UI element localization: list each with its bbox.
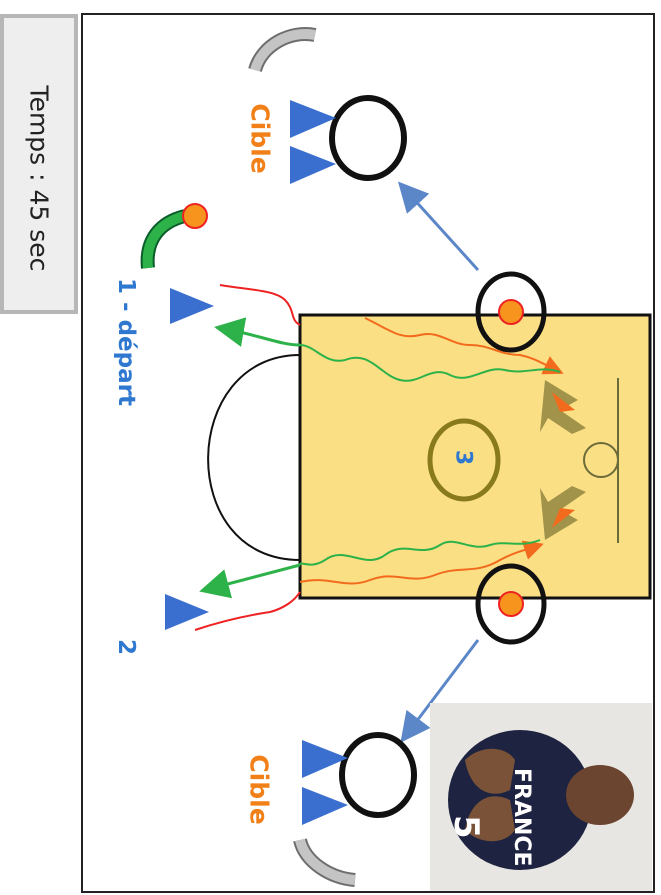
label-depart: 1 - départ <box>113 278 139 406</box>
pass-arrow-bottom <box>400 639 480 743</box>
cone-2 <box>165 594 209 630</box>
cone-depart <box>170 288 214 324</box>
red-path-top <box>219 284 301 326</box>
target-circle-bottom <box>339 732 417 818</box>
rotate-arrow-top <box>248 27 317 73</box>
cones-top <box>290 100 336 184</box>
label-2: 2 <box>113 638 139 655</box>
free-throw-arc <box>207 354 301 561</box>
key-area <box>298 313 652 600</box>
key-circle <box>427 418 501 502</box>
run-path-top <box>299 344 561 382</box>
player-photo <box>430 703 652 891</box>
shot-arrow-top <box>540 380 586 434</box>
dribble-path-top <box>364 317 564 375</box>
label-cible-top: Cible <box>245 103 275 174</box>
jersey-number: 5 <box>446 815 486 839</box>
cones-bottom <box>302 740 348 825</box>
exit-arrow-top <box>214 317 301 347</box>
rotate-arrow-green <box>140 203 208 269</box>
hoop <box>583 442 619 478</box>
label-key-number: 3 <box>450 449 476 466</box>
dribble-path-bottom <box>299 540 544 585</box>
ball-spot-top <box>475 271 547 353</box>
run-path-bottom <box>299 539 541 566</box>
rotate-arrow-bottom <box>293 837 356 887</box>
target-circle-top <box>329 95 407 181</box>
ball-spot-bottom <box>475 563 547 645</box>
shot-arrow-bottom <box>540 486 586 540</box>
pass-arrow-top <box>397 181 480 272</box>
exit-arrow-bottom <box>199 563 301 599</box>
frame-border <box>81 13 655 893</box>
timer-box: Temps : 45 sec <box>0 14 78 314</box>
red-path-bottom <box>194 591 301 631</box>
timer-label: Temps : 45 sec <box>24 85 54 272</box>
jersey-text: FRANCE <box>509 768 534 867</box>
label-cible-bottom: Cible <box>244 754 274 825</box>
